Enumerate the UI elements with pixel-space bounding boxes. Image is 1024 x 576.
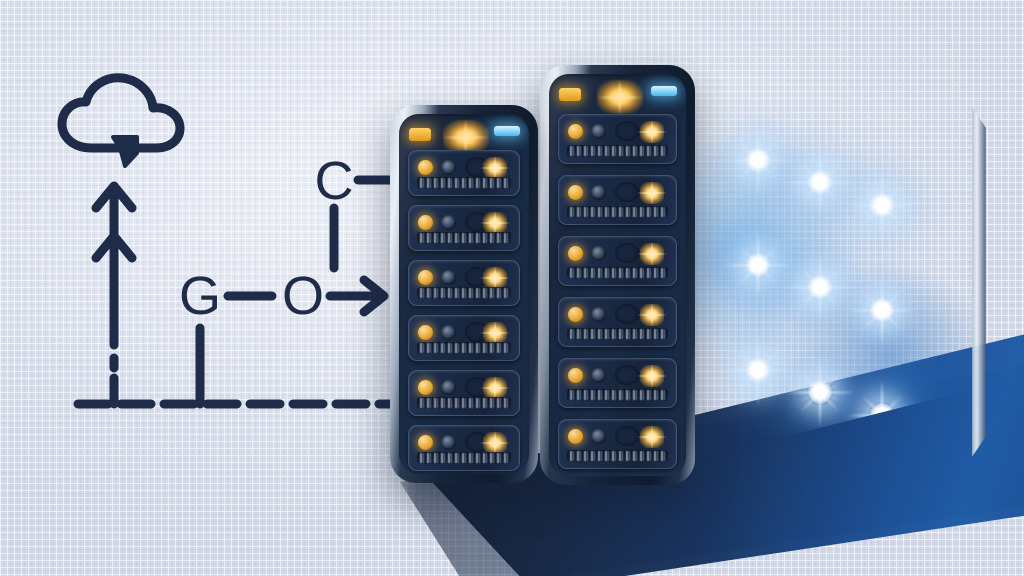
amber-lamp-icon: [480, 157, 510, 179]
server-blade[interactable]: [408, 260, 520, 306]
amber-knob-icon: [418, 160, 433, 175]
dark-knob-icon: [441, 160, 456, 175]
upload-arrowhead-upper: [91, 181, 137, 213]
blade-readout: [417, 287, 511, 299]
amber-burst-led: [597, 80, 643, 114]
server-blade[interactable]: [558, 114, 677, 164]
amber-lamp-icon: [637, 182, 667, 204]
server-blade[interactable]: [558, 358, 677, 408]
dial-icon: [615, 426, 639, 446]
server-blade[interactable]: [408, 205, 520, 251]
dial-icon: [615, 182, 639, 202]
dial-icon: [615, 365, 639, 385]
amber-knob-icon: [418, 325, 433, 340]
blade-readout: [567, 389, 668, 401]
server-blade[interactable]: [408, 425, 520, 471]
server-blade[interactable]: [558, 297, 677, 347]
amber-lamp-icon: [480, 212, 510, 234]
cyan-bar-led: [494, 126, 520, 136]
blade-readout: [567, 328, 668, 340]
amber-lamp-icon: [480, 267, 510, 289]
dial-icon: [615, 121, 639, 141]
rack-inner-rear: [549, 74, 686, 476]
amber-knob-icon: [568, 368, 583, 383]
server-blade[interactable]: [558, 419, 677, 469]
amber-lamp-icon: [637, 121, 667, 143]
dark-knob-icon: [441, 325, 456, 340]
rack-inner-front: [399, 114, 529, 474]
blade-readout: [417, 342, 511, 354]
dark-knob-icon: [591, 368, 606, 383]
amber-burst-led: [443, 120, 489, 154]
dial-icon: [615, 243, 639, 263]
diagram-node-c: C: [315, 151, 354, 211]
diagram-node-o: O: [282, 266, 324, 326]
cyan-bar-led: [651, 86, 677, 96]
blade-readout: [567, 450, 668, 462]
amber-lamp-icon: [480, 377, 510, 399]
amber-knob-icon: [418, 215, 433, 230]
side-panel-sheen: [680, 60, 980, 464]
blade-readout: [417, 177, 511, 189]
dark-knob-icon: [591, 185, 606, 200]
server-rack-front[interactable]: [390, 105, 538, 483]
amber-square-led: [409, 128, 431, 141]
blade-readout: [417, 397, 511, 409]
rack-top-indicators-rear: [549, 80, 686, 114]
amber-lamp-icon: [637, 304, 667, 326]
dark-knob-icon: [441, 215, 456, 230]
dark-knob-icon: [441, 435, 456, 450]
server-blade[interactable]: [408, 370, 520, 416]
dark-knob-icon: [591, 246, 606, 261]
rack-top-indicators-front: [399, 120, 529, 154]
flow-diagram: G O C: [57, 73, 401, 409]
diagram-node-g: G: [179, 266, 221, 326]
amber-knob-icon: [568, 429, 583, 444]
server-side-panel: [680, 60, 980, 464]
blade-readout: [417, 232, 511, 244]
amber-lamp-icon: [637, 365, 667, 387]
blade-readout: [567, 267, 668, 279]
server-rack-rear[interactable]: [540, 65, 695, 485]
amber-knob-icon: [568, 246, 583, 261]
server-blade[interactable]: [408, 315, 520, 361]
amber-knob-icon: [418, 270, 433, 285]
o-server-arrowhead: [359, 275, 389, 317]
blade-readout: [417, 452, 511, 464]
server-blade[interactable]: [558, 236, 677, 286]
upload-arrowhead-lower: [91, 231, 137, 263]
amber-lamp-icon: [480, 432, 510, 454]
amber-lamp-icon: [637, 426, 667, 448]
amber-knob-icon: [418, 435, 433, 450]
cloud-icon: [57, 73, 185, 153]
server-blade[interactable]: [558, 175, 677, 225]
blade-readout: [567, 206, 668, 218]
dark-knob-icon: [591, 307, 606, 322]
dial-icon: [615, 304, 639, 324]
amber-lamp-icon: [480, 322, 510, 344]
amber-knob-icon: [568, 307, 583, 322]
amber-knob-icon: [568, 124, 583, 139]
dark-knob-icon: [441, 380, 456, 395]
dark-knob-icon: [591, 429, 606, 444]
blade-readout: [567, 145, 668, 157]
cloud-upload-flag-icon: [111, 135, 139, 168]
dark-knob-icon: [591, 124, 606, 139]
amber-square-led: [559, 88, 581, 101]
amber-lamp-icon: [637, 243, 667, 265]
server-blade[interactable]: [408, 150, 520, 196]
dark-knob-icon: [441, 270, 456, 285]
server-rack-group: [380, 55, 986, 505]
amber-knob-icon: [418, 380, 433, 395]
amber-knob-icon: [568, 185, 583, 200]
side-panel-chrome-edge: [972, 107, 986, 457]
